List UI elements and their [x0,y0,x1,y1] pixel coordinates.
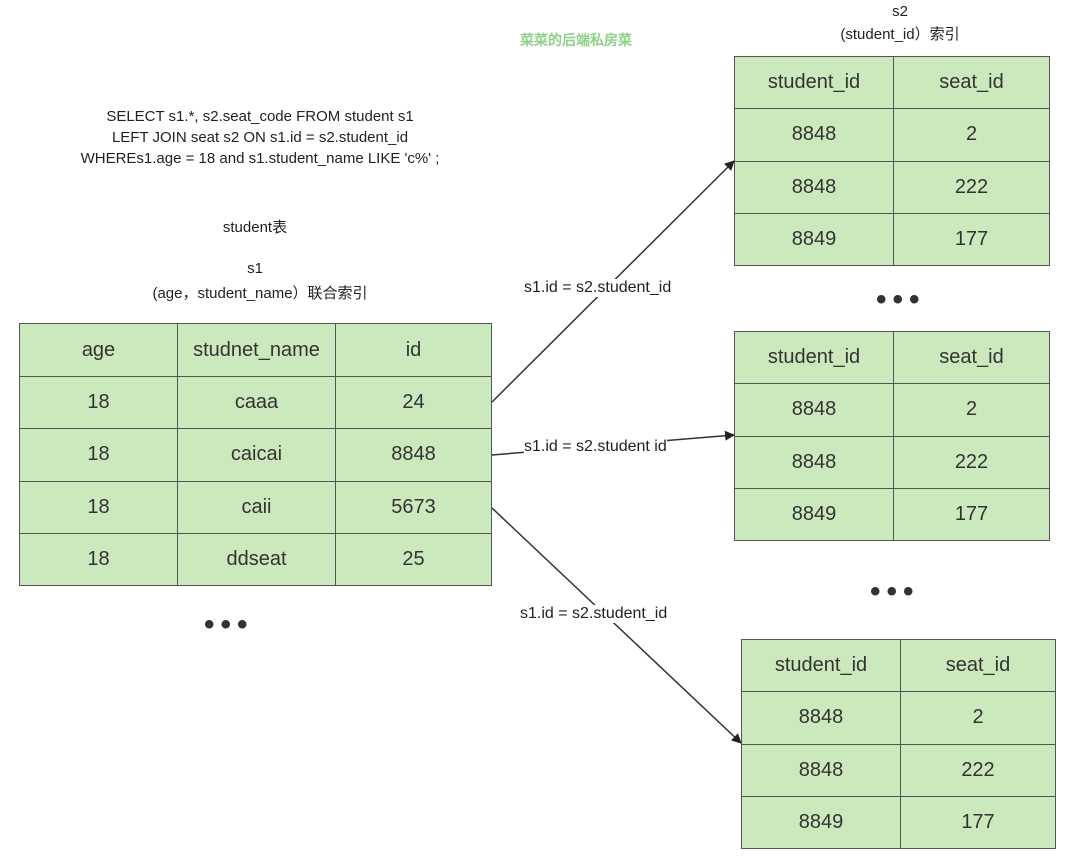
watermark-text: 菜菜的后端私房菜 [520,32,632,48]
table-row: 8849 177 [734,487,1050,542]
table-cell: 8849 [741,795,901,850]
s1-ellipsis: ••• [204,608,254,641]
column-header-id: id [335,323,492,377]
table-row: 18 ddseat 25 [19,532,492,587]
arrow-row-5673 [491,507,742,744]
table-cell: 5673 [335,480,492,534]
table-cell: 8848 [741,743,901,797]
table-row: 8849 177 [734,212,1050,267]
table-row: 8849 177 [741,795,1056,850]
table-cell: 25 [335,532,492,587]
table-cell: 18 [19,428,178,482]
table-cell: 8848 [734,435,894,489]
table-cell: 222 [893,160,1050,214]
s2-index-label: (student_id）索引 [840,26,960,43]
table-cell: 2 [900,691,1056,745]
table-row: 18 caaa 24 [19,375,492,430]
column-header-age: age [19,323,178,377]
table-cell: caaa [177,375,336,430]
table-cell: 222 [900,743,1056,797]
table-row: 8848 222 [741,743,1056,797]
table-cell: 8848 [734,160,894,214]
sql-query: SELECT s1.*, s2.seat_code FROM student s… [40,106,480,169]
table-cell: 8848 [335,428,492,482]
table-cell: 18 [19,480,178,534]
table-cell: caicai [177,428,336,482]
table-cell: 8848 [734,383,894,437]
table-header-row: student_id seat_id [734,330,1050,385]
s1-index-label: (age，student_name）联合索引 [152,285,368,302]
table-cell: 8849 [734,487,894,542]
table-cell: 177 [893,487,1050,542]
table-cell: 177 [900,795,1056,850]
table-cell: 222 [893,435,1050,489]
column-header-name: studnet_name [177,323,336,377]
table-cell: 8849 [734,212,894,267]
table-cell: 18 [19,532,178,587]
table-row: 18 caicai 8848 [19,428,492,482]
s2-table-2: student_id seat_id 8848 2 8848 222 8849 … [734,330,1050,542]
table-header-row: age studnet_name id [19,323,492,377]
table-cell: 2 [893,108,1050,162]
table-row: 8848 2 [734,108,1050,162]
edge-label-1: s1.id = s2.student_id [524,279,672,297]
table-cell: 177 [893,212,1050,267]
s1-table: age studnet_name id 18 caaa 24 18 caicai… [19,323,492,587]
sql-line: WHEREs1.age = 18 and s1.student_name LIK… [80,150,440,167]
table-cell: ddseat [177,532,336,587]
sql-line: SELECT s1.*, s2.seat_code FROM student s… [106,108,414,125]
s2-alias: s2 [892,3,908,20]
s1-alias: s1 [247,260,263,277]
table-cell: 24 [335,375,492,430]
edge-label-3: s1.id = s2.student_id [520,605,668,623]
table-row: 8848 222 [734,160,1050,214]
table-row: 8848 222 [734,435,1050,489]
s2-table-3: student_id seat_id 8848 2 8848 222 8849 … [741,638,1056,850]
edge-label-2: s1.id = s2.student id [524,438,667,456]
column-header-seat-id: seat_id [893,330,1050,385]
column-header-student-id: student_id [734,330,894,385]
s2-ellipsis-1: ••• [876,283,926,316]
s1-table-title: student表 [222,219,288,236]
s2-table-1: student_id seat_id 8848 2 8848 222 8849 … [734,55,1050,267]
sql-line: LEFT JOIN seat s2 ON s1.id = s2.student_… [111,129,409,146]
s2-ellipsis-2: ••• [870,575,920,608]
